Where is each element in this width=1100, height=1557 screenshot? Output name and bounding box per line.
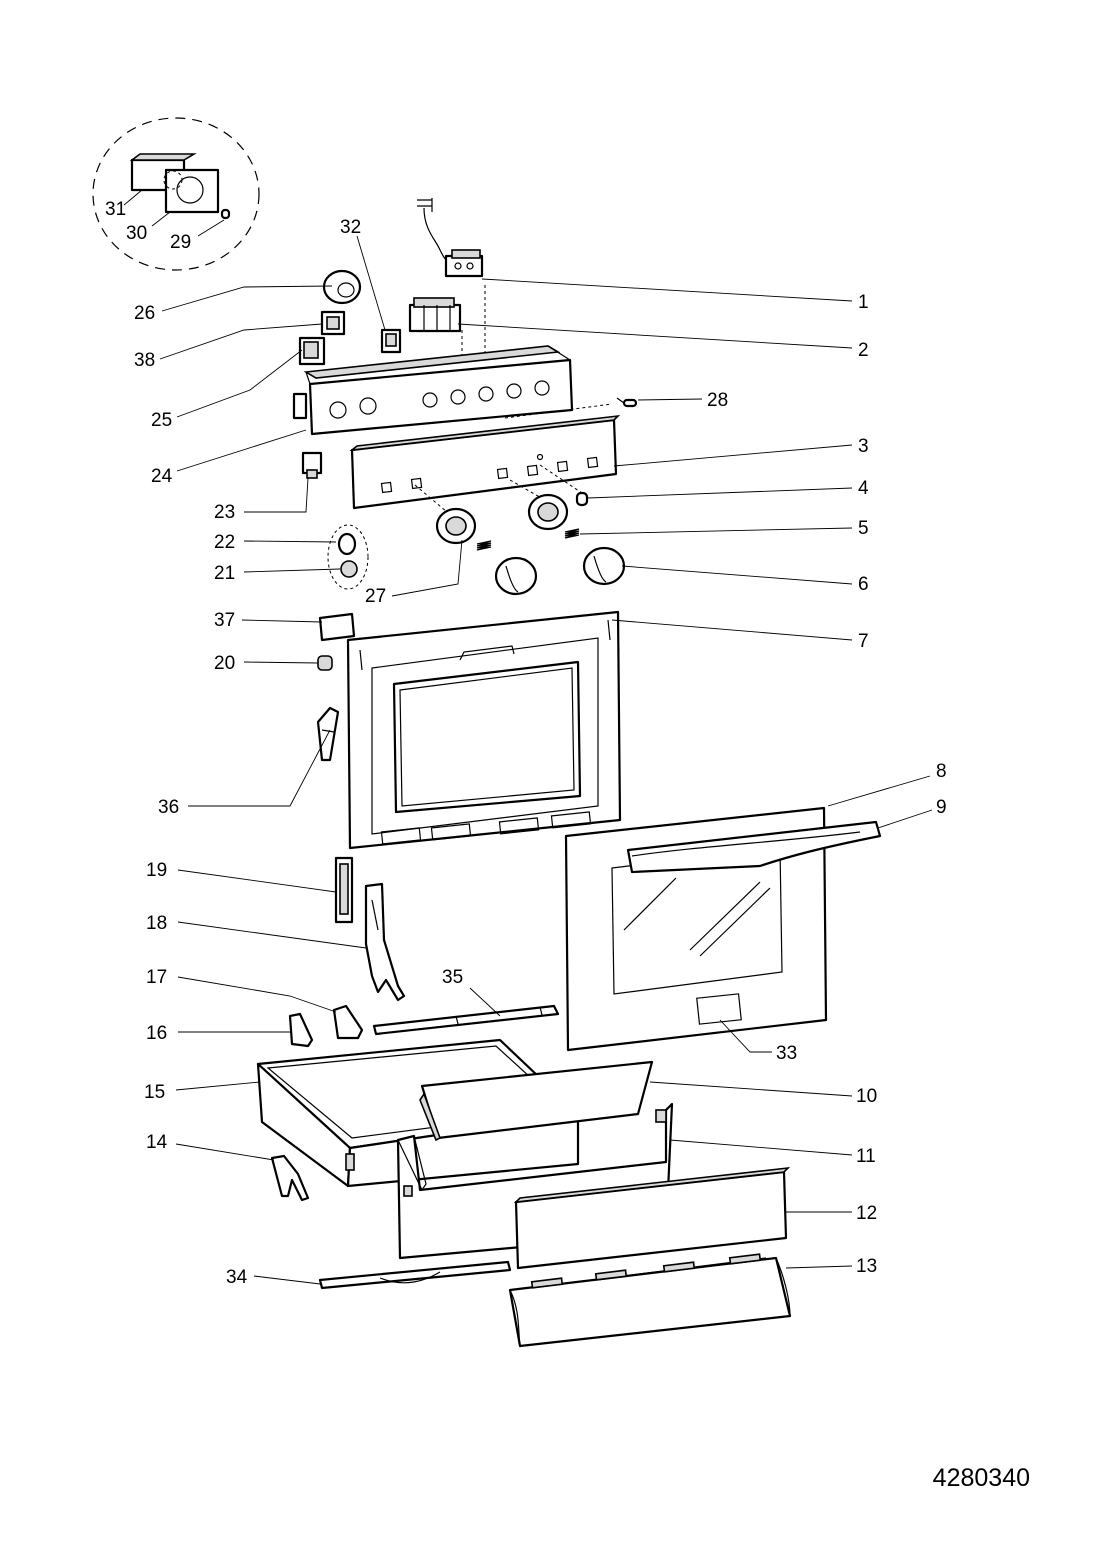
callout-32: 32 [340, 217, 361, 238]
switch-23 [301, 451, 323, 479]
callout-8: 8 [936, 761, 947, 782]
callout-30: 30 [126, 223, 147, 244]
callout-20: 20 [214, 653, 235, 674]
callout-26: 26 [134, 303, 155, 324]
switch-assembly-2 [408, 297, 462, 333]
dashed-guides-top [461, 285, 486, 362]
callout-labels: 1 2 3 4 5 6 7 8 9 10 11 12 13 14 15 16 1… [105, 199, 947, 1288]
callout-19: 19 [146, 860, 167, 881]
drawer-front-cover [508, 1253, 792, 1348]
callout-37: 37 [214, 610, 235, 631]
callout-23: 23 [214, 502, 235, 523]
callout-5: 5 [858, 518, 869, 539]
rail-34 [318, 1260, 512, 1290]
callout-1: 1 [858, 292, 869, 313]
callout-24: 24 [151, 466, 173, 487]
control-parts-top [298, 269, 402, 366]
inset-detail [92, 117, 260, 271]
diagram-reference-code: 4280340 [932, 1464, 1030, 1492]
control-panel-frame [292, 345, 574, 436]
drawer-flap [419, 1060, 654, 1142]
callout-34: 34 [226, 1267, 248, 1288]
callout-27: 27 [365, 586, 386, 607]
leader-lines [123, 189, 933, 1285]
callout-28: 28 [707, 390, 728, 411]
small-parts-left [316, 612, 356, 762]
callout-13: 13 [856, 1256, 877, 1277]
clip-14 [270, 1154, 310, 1202]
knob-parts [414, 464, 626, 596]
callout-2: 2 [858, 340, 869, 361]
callout-35: 35 [442, 967, 463, 988]
callout-38: 38 [134, 350, 155, 371]
hinge-parts [334, 856, 406, 1002]
inner-door-frame [346, 610, 622, 850]
callout-25: 25 [151, 410, 172, 431]
callout-6: 6 [858, 574, 869, 595]
callout-3: 3 [858, 436, 869, 457]
pin-28 [616, 397, 638, 408]
callout-11: 11 [856, 1146, 876, 1167]
callout-10: 10 [856, 1086, 877, 1107]
callout-15: 15 [144, 1082, 165, 1103]
drawer-panel [513, 1166, 791, 1270]
door-handle [626, 820, 882, 874]
callout-21: 21 [214, 563, 235, 584]
indicator-group [327, 524, 369, 590]
front-panel [349, 414, 621, 510]
switch-assembly-1 [417, 198, 484, 278]
callout-18: 18 [146, 913, 167, 934]
callout-7: 7 [858, 631, 869, 652]
callout-9: 9 [936, 797, 947, 818]
callout-17: 17 [146, 967, 167, 988]
callout-33: 33 [776, 1043, 797, 1064]
callout-16: 16 [146, 1023, 167, 1044]
callout-29: 29 [170, 232, 191, 253]
callout-14: 14 [146, 1132, 168, 1153]
callout-36: 36 [158, 797, 179, 818]
callout-22: 22 [214, 532, 235, 553]
brackets-and-rail [288, 1004, 560, 1048]
callout-12: 12 [856, 1203, 877, 1224]
callout-31: 31 [105, 199, 126, 220]
callout-4: 4 [858, 478, 869, 499]
